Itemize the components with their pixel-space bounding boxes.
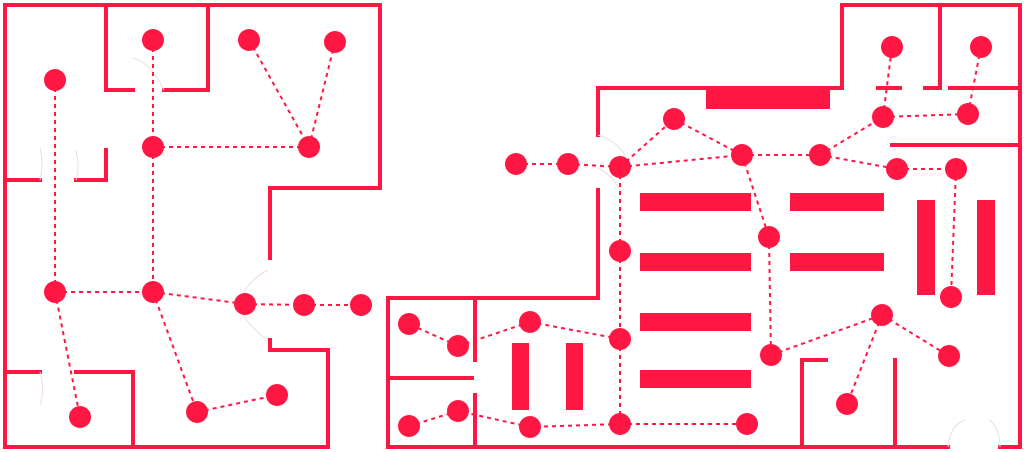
- path-edge: [529, 423, 621, 428]
- furniture-block: [640, 193, 751, 211]
- path-edge: [54, 291, 81, 418]
- path-node: [519, 311, 541, 333]
- path-nodes: [44, 29, 992, 438]
- path-node: [142, 136, 164, 158]
- path-node: [836, 393, 858, 415]
- path-node: [505, 153, 527, 175]
- path-node: [519, 416, 541, 438]
- path-node: [238, 29, 260, 51]
- path-edge: [457, 321, 531, 347]
- path-edge: [529, 321, 621, 340]
- furniture-block: [790, 253, 884, 271]
- path-node: [736, 413, 758, 435]
- path-edge: [741, 154, 770, 238]
- path-edge: [152, 291, 246, 305]
- path-node: [44, 281, 66, 303]
- path-node: [881, 36, 903, 58]
- door-arc: [39, 371, 43, 406]
- path-node: [940, 286, 962, 308]
- path-edge: [819, 154, 898, 170]
- path-node: [809, 144, 831, 166]
- furniture: [512, 89, 995, 410]
- furniture-block: [640, 370, 751, 388]
- path-node: [609, 156, 631, 178]
- path-node: [266, 384, 288, 406]
- furniture-block: [706, 89, 830, 109]
- furniture-block: [512, 343, 529, 410]
- path-edge: [770, 314, 883, 356]
- path-edge: [457, 410, 531, 428]
- path-node: [350, 294, 372, 316]
- furniture-block: [917, 200, 935, 295]
- path-node: [293, 294, 315, 316]
- path-edge: [882, 113, 969, 118]
- path-node: [142, 29, 164, 51]
- path-edge: [846, 314, 883, 405]
- path-edge: [619, 154, 743, 168]
- path-node: [871, 304, 893, 326]
- path-node: [69, 406, 91, 428]
- path-node: [234, 293, 256, 315]
- door-arc: [947, 419, 966, 448]
- door-arc: [989, 419, 1001, 448]
- walls-left-building: [3, 3, 382, 449]
- path-edge: [152, 291, 198, 413]
- path-node: [663, 108, 685, 130]
- path-node: [324, 31, 346, 53]
- path-edge: [882, 46, 893, 118]
- walls-right-building: [386, 3, 1022, 449]
- path-node: [447, 335, 469, 357]
- path-edge: [768, 236, 772, 356]
- path-node: [398, 313, 420, 335]
- path-node: [731, 144, 753, 166]
- path-edge: [673, 118, 743, 156]
- path-node: [872, 106, 894, 128]
- door-arc: [597, 134, 626, 156]
- furniture-block: [640, 253, 751, 271]
- path-node: [142, 281, 164, 303]
- furniture-block: [640, 313, 751, 331]
- path-node: [945, 158, 967, 180]
- door-arc: [75, 149, 79, 181]
- path-edge: [967, 46, 982, 115]
- path-node: [298, 136, 320, 158]
- path-node: [758, 226, 780, 248]
- door-arc: [39, 147, 43, 181]
- path-node: [609, 328, 631, 350]
- path-node: [44, 69, 66, 91]
- path-node: [447, 400, 469, 422]
- furniture-block: [977, 200, 995, 295]
- path-node: [957, 103, 979, 125]
- path-node: [938, 345, 960, 367]
- path-node: [609, 240, 631, 262]
- path-node: [557, 153, 579, 175]
- door-arc: [132, 57, 165, 91]
- path-edge: [308, 41, 336, 148]
- path-edge: [950, 168, 957, 298]
- path-node: [760, 344, 782, 366]
- furniture-block: [790, 193, 884, 211]
- furniture-block: [566, 343, 583, 410]
- path-node: [886, 158, 908, 180]
- path-edge: [819, 116, 884, 156]
- path-node: [609, 413, 631, 435]
- path-node: [186, 401, 208, 423]
- door-arc: [597, 167, 621, 191]
- path-edge: [881, 314, 950, 357]
- path-edge: [248, 39, 310, 148]
- path-node: [398, 415, 420, 437]
- path-edge: [196, 394, 278, 413]
- path-node: [970, 36, 992, 58]
